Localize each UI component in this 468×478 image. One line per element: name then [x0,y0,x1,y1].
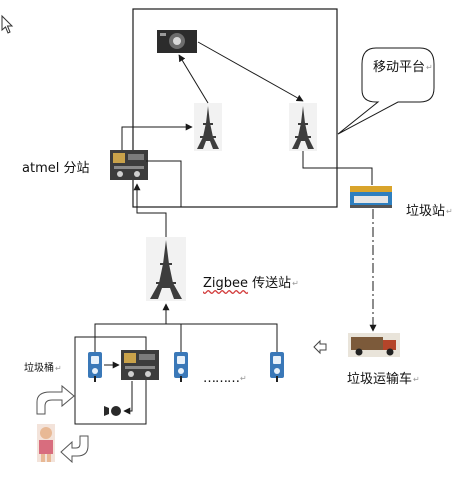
arrow-zigbee-to-board [133,183,167,237]
cursor-arrow-icon [1,14,14,34]
sensor-node-icon [174,352,188,382]
paragraph-mark: ↵ [413,375,420,384]
line-board-to-platform-bottom [146,160,182,207]
atmel-station-text: atmel 分站 [22,161,90,176]
paragraph-mark: ↵ [240,374,247,383]
paragraph-mark: ↵ [426,63,433,72]
zigbee-station-label: Zigbee 传送站↵ [203,276,299,291]
speaker-icon [104,406,121,416]
arrow-left-tower-to-camera [178,54,209,104]
ellipsis-text: ……… [203,371,240,386]
ellipsis-label: ………↵ [203,371,247,386]
mobile-platform-label: 移动平台↵ [373,60,433,75]
sensor-node-icon [88,352,102,382]
arrow-board-to-speaker [123,381,133,415]
atmel-station-label: atmel 分站 [22,161,89,176]
sensor-node-icon [270,352,284,382]
arrow-board-to-left-tower [121,123,193,150]
garbage-bin-label: 垃圾桶↵ [24,361,62,376]
curved-arrow-icon [60,435,89,464]
zigbee-suffix: 传送站 [248,276,292,291]
garbage-bin-box [74,336,147,425]
garbage-station-text: 垃圾站 [406,204,446,219]
paragraph-mark: ↵ [55,364,62,373]
mobile-platform-box [132,8,338,208]
callout-bubble [337,47,435,135]
platform-tower-right-icon [289,103,317,151]
garbage-truck-label: 垃圾运输车↵ [347,372,420,387]
garbage-truck-photo [348,333,400,357]
arrow-camera-to-right-tower [197,41,304,102]
atmel-board-icon [110,150,148,180]
paragraph-mark: ↵ [446,207,453,216]
curved-arrow-icon [36,384,75,415]
open-arrow-icon [313,339,327,355]
paragraph-mark: ↵ [292,279,299,288]
garbage-bin-text: 垃圾桶 [24,363,54,374]
sensor-bus-line [94,323,278,352]
garbage-station-photo [350,186,392,208]
child-photo [37,424,55,462]
zigbee-word: Zigbee [203,276,249,291]
zigbee-tower-icon [146,237,186,301]
line-right-tower-to-station [302,151,373,185]
garbage-station-label: 垃圾站↵ [406,204,453,219]
mobile-platform-text: 移动平台 [373,60,426,75]
garbage-truck-text: 垃圾运输车 [347,372,413,387]
camera-icon [157,30,197,53]
platform-tower-left-icon [194,103,222,151]
bin-board-icon [121,350,159,380]
